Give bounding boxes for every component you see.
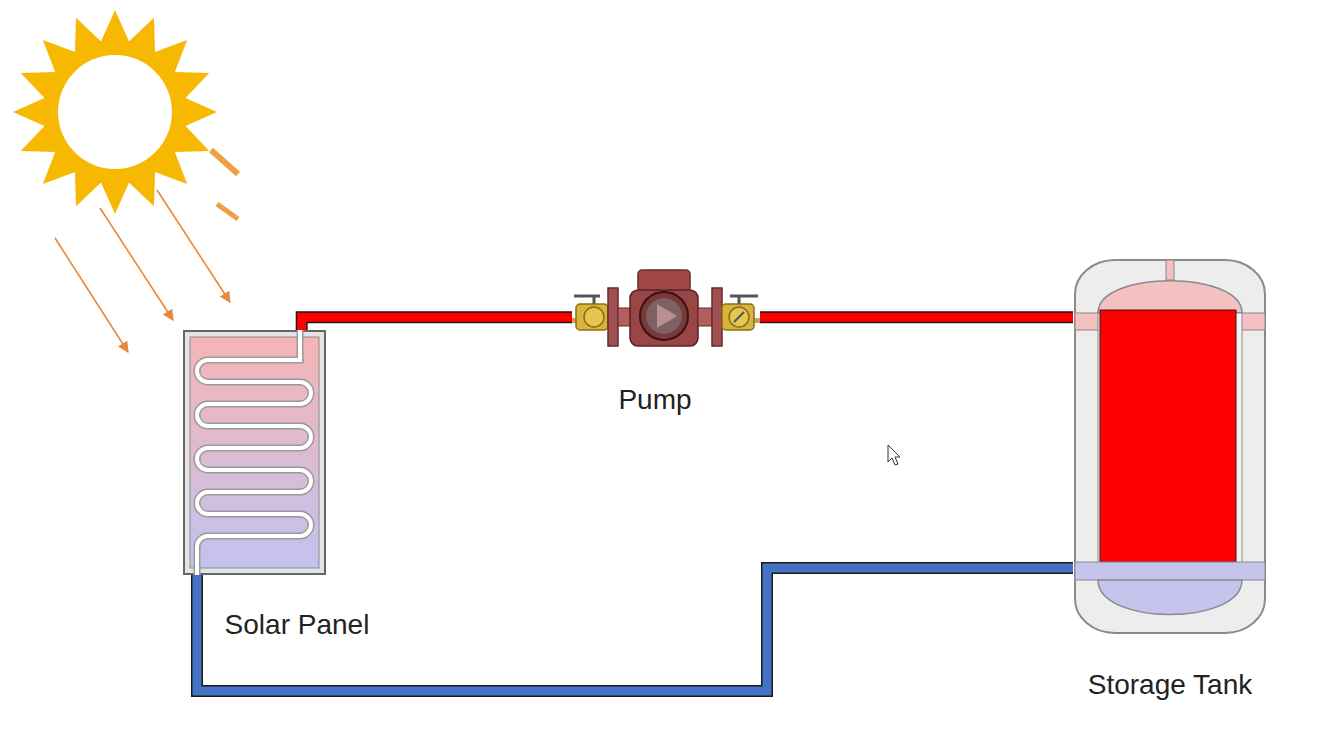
motor-head (638, 270, 690, 292)
valve-stem (593, 297, 596, 304)
tank-nozzle (1166, 260, 1174, 280)
component-label: Storage Tank (1088, 668, 1253, 702)
pipe-outline (197, 568, 1073, 691)
pipe (760, 317, 1073, 318)
pump-play (657, 304, 677, 328)
ray-fragment (211, 150, 238, 174)
tank-shell (1075, 260, 1265, 633)
pipe (302, 317, 572, 330)
sun-rays-arrows (55, 190, 230, 352)
pump-shape (572, 268, 760, 350)
pump-neck (698, 308, 712, 326)
pipe-outline (302, 317, 572, 330)
pipe-fill (760, 313, 1073, 322)
sun-rays (13, 10, 217, 214)
tank-bottom-dome (1098, 580, 1242, 615)
pipe-outline (760, 311, 1073, 323)
storage-tank: Storage Tank (1073, 258, 1267, 635)
component-label: Pump (618, 383, 691, 417)
valve-body (576, 304, 608, 330)
flange (712, 288, 722, 346)
valve-lever (730, 295, 758, 298)
ray-arrow (55, 238, 128, 352)
valve-cap (729, 307, 749, 327)
sun-core (58, 55, 172, 169)
panel-frame (184, 331, 325, 574)
component-label: Solar Panel (225, 608, 370, 642)
valve-body (722, 304, 754, 330)
valve-mark (734, 312, 744, 322)
panel-tube-outline (197, 330, 311, 575)
flange (608, 288, 618, 346)
ray-arrow (100, 208, 173, 320)
panel-tube (197, 330, 311, 575)
pipe (197, 568, 1073, 691)
tank-hot-water (1100, 310, 1236, 562)
valve-lever (574, 295, 600, 298)
storage-tank-shape (1073, 258, 1267, 635)
pump: Pump (572, 268, 760, 350)
pipe-fill (302, 317, 572, 330)
ray-fragments (211, 150, 238, 219)
valve-cap (584, 307, 604, 327)
valve-stem (738, 297, 741, 304)
solar-panel: Solar Panel (183, 330, 326, 575)
pump-rotor (640, 292, 688, 340)
pump-face (646, 298, 682, 334)
tank-bottom-band (1075, 562, 1265, 580)
ray-fragment (217, 204, 238, 219)
sun (13, 10, 217, 214)
pump-body (630, 290, 698, 346)
tank-top-dome (1098, 281, 1242, 313)
mouse-cursor (888, 445, 900, 465)
solar-panel-shape (183, 330, 326, 575)
pipe-fill (197, 568, 1073, 691)
